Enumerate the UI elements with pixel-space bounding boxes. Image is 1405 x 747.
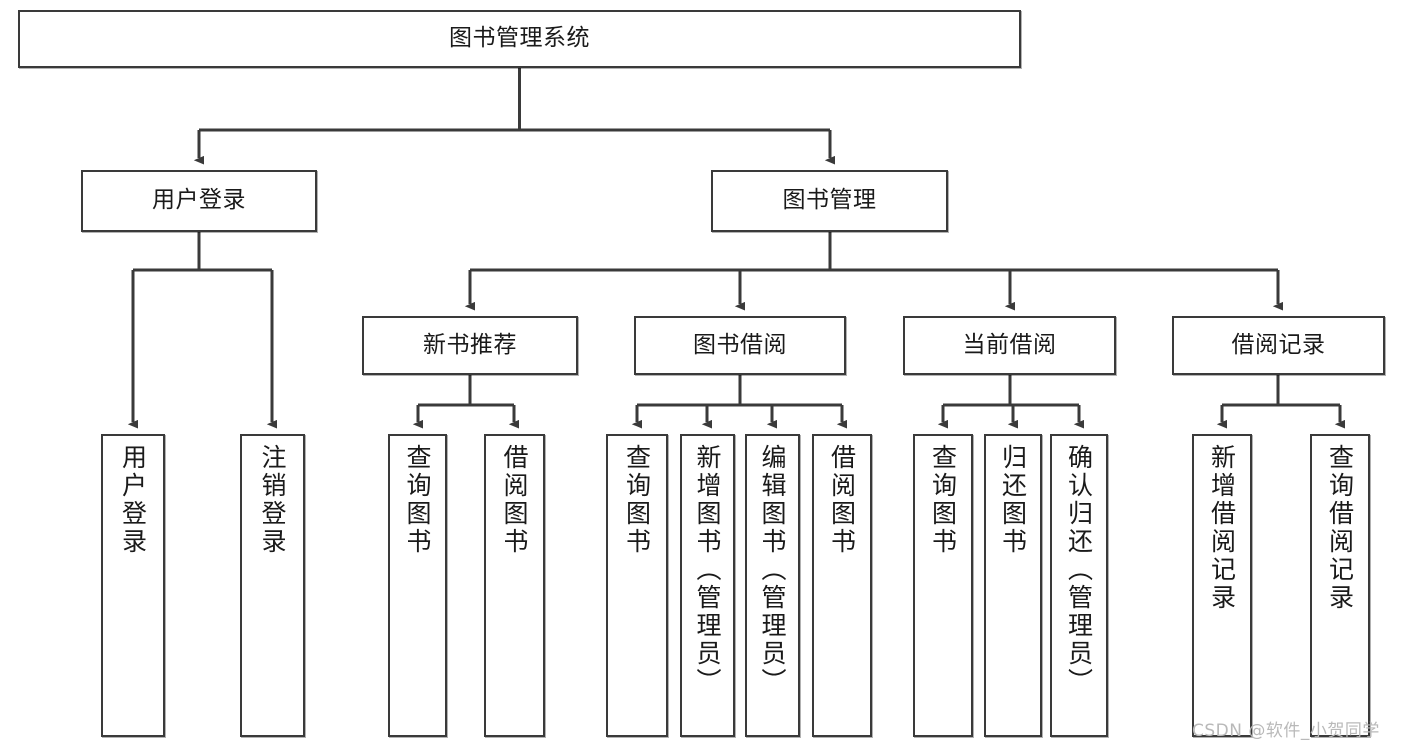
node-label: 查询图书 [622,444,652,556]
node-label: 借阅记录 [1231,331,1326,358]
node-leaf-query-book-3[interactable]: 查询图书 [913,434,973,737]
node-leaf-add-borrow-record[interactable]: 新增借阅记录 [1192,434,1252,737]
node-leaf-logout-login[interactable]: 注销登录 [240,434,305,737]
node-label: 归还图书 [998,444,1028,556]
node-label: 用户登录 [118,444,148,556]
node-user-login[interactable]: 用户登录 [81,170,317,232]
node-label: 借阅图书 [500,444,529,556]
node-new-book-recommend[interactable]: 新书推荐 [362,316,578,375]
node-label: 新书推荐 [423,331,517,358]
node-leaf-borrow-book-1[interactable]: 借阅图书 [484,434,545,737]
node-leaf-edit-book-admin[interactable]: 编辑图书（管理员） [745,434,800,737]
node-leaf-query-book-1[interactable]: 查询图书 [388,434,447,737]
node-label: 新增图书（管理员） [693,444,722,696]
node-label: 注销登录 [258,444,287,556]
node-label: 用户登录 [152,187,246,214]
node-label: 新增借阅记录 [1207,444,1237,612]
node-leaf-confirm-return-admin[interactable]: 确认归还（管理员） [1050,434,1108,737]
csdn-watermark: CSDN @软件_小贺同学 [1192,721,1380,741]
node-label: 编辑图书（管理员） [758,444,787,696]
node-root-system[interactable]: 图书管理系统 [18,10,1021,68]
node-label: 图书管理系统 [449,25,590,52]
node-borrow-record[interactable]: 借阅记录 [1172,316,1385,375]
node-book-manage[interactable]: 图书管理 [711,170,948,232]
node-label: 图书借阅 [693,331,787,358]
node-label: 查询图书 [403,444,432,556]
node-label: 查询图书 [928,444,958,556]
node-current-borrow[interactable]: 当前借阅 [903,316,1116,375]
node-leaf-borrow-book-2[interactable]: 借阅图书 [812,434,872,737]
node-leaf-query-book-2[interactable]: 查询图书 [606,434,668,737]
node-label: 查询借阅记录 [1325,444,1355,612]
node-book-borrow[interactable]: 图书借阅 [634,316,846,375]
node-label: 确认归还（管理员） [1064,444,1094,696]
node-leaf-return-book[interactable]: 归还图书 [984,434,1042,737]
node-label: 图书管理 [782,187,877,214]
node-leaf-add-book-admin[interactable]: 新增图书（管理员） [680,434,735,737]
node-label: 借阅图书 [827,444,857,556]
node-leaf-query-borrow-record[interactable]: 查询借阅记录 [1310,434,1370,737]
node-label: 当前借阅 [962,331,1057,358]
node-leaf-user-login[interactable]: 用户登录 [101,434,165,737]
